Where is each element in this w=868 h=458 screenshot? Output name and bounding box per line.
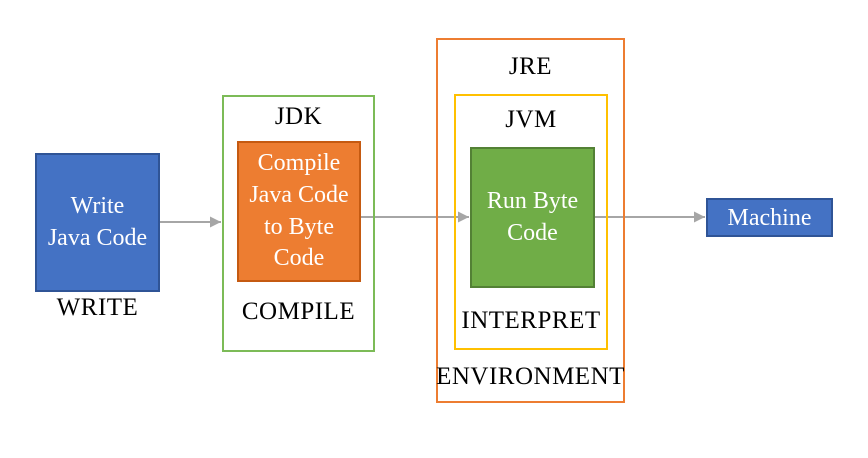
- write-stage-label: WRITE: [56, 294, 139, 321]
- write-java-code-box: Write Java Code: [35, 153, 160, 292]
- run-byte-code-box: Run Byte Code: [470, 147, 595, 288]
- jre-title: JRE: [508, 53, 553, 80]
- machine-box: Machine: [706, 198, 833, 237]
- compile-stage-label: COMPILE: [241, 298, 356, 325]
- jvm-title: JVM: [505, 106, 557, 133]
- jre-container: [436, 38, 625, 403]
- compile-java-code-box: Compile Java Code to Byte Code: [237, 141, 361, 282]
- jdk-container: [222, 95, 375, 352]
- jdk-title: JDK: [274, 103, 323, 130]
- jvm-container: [454, 94, 608, 350]
- interpret-stage-label: INTERPRET: [461, 307, 601, 334]
- environment-stage-label: ENVIRONMENT: [436, 363, 625, 390]
